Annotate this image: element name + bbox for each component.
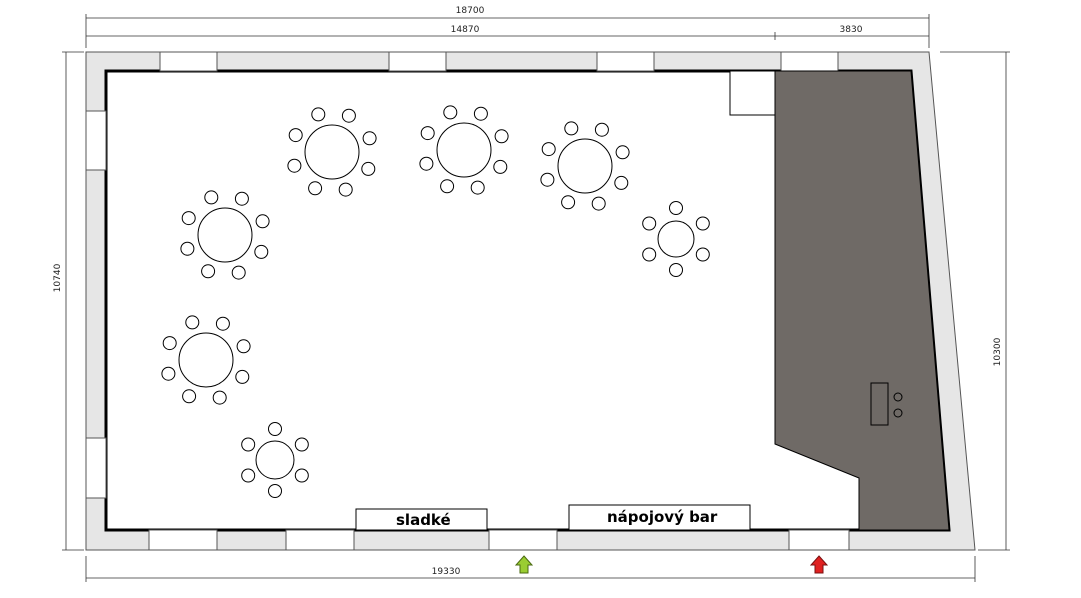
chair <box>241 468 256 483</box>
chair <box>180 241 195 256</box>
sweets-counter <box>355 508 488 531</box>
table-2 <box>419 105 509 195</box>
dim-top-total: 18700 <box>456 6 485 16</box>
chair <box>294 437 309 452</box>
chair <box>182 389 197 404</box>
chair <box>162 336 177 351</box>
chair <box>494 129 509 144</box>
chair <box>201 264 216 279</box>
table-6 <box>161 315 251 405</box>
table-1 <box>287 107 377 197</box>
dim-top-left: 14870 <box>451 25 480 35</box>
chair <box>234 191 249 206</box>
chair <box>419 156 434 171</box>
chair <box>440 179 455 194</box>
chair <box>212 390 227 405</box>
chair <box>288 128 303 143</box>
chair <box>361 161 376 176</box>
table-top <box>436 122 492 178</box>
chair <box>540 172 555 187</box>
chair <box>255 214 270 229</box>
table-top <box>657 220 695 258</box>
chair <box>341 108 356 123</box>
table-top <box>178 332 234 388</box>
chair <box>695 247 710 262</box>
top-windows <box>159 51 839 72</box>
table-4 <box>180 190 270 280</box>
chair <box>268 422 282 436</box>
chair <box>493 159 508 174</box>
chair <box>236 339 251 354</box>
stage-equipment <box>870 382 903 426</box>
chair <box>615 145 630 160</box>
dimension-lines <box>62 14 1010 582</box>
chair <box>204 190 219 205</box>
drinks-bar-label: nápojový bar <box>607 508 718 526</box>
chair <box>470 180 485 195</box>
chair <box>594 122 609 137</box>
chair <box>614 175 629 190</box>
left-windows <box>85 110 107 499</box>
table-top <box>255 440 295 480</box>
chair <box>541 142 556 157</box>
dim-left: 10740 <box>53 263 63 292</box>
chair <box>591 196 606 211</box>
exit-arrow-icon <box>809 555 829 574</box>
table-5 <box>642 201 710 277</box>
entrance-arrow-icon <box>514 555 534 574</box>
chair <box>420 126 435 141</box>
chair <box>473 106 488 121</box>
chair <box>185 315 200 330</box>
chair <box>311 107 326 122</box>
chair <box>564 121 579 136</box>
table-top <box>557 138 613 194</box>
stage-area <box>774 70 950 531</box>
drinks-bar-counter <box>568 504 751 531</box>
chair <box>642 216 657 231</box>
chair <box>669 201 683 215</box>
chair <box>695 216 710 231</box>
bottom-windows <box>148 529 850 551</box>
dim-top-right: 3830 <box>840 25 863 35</box>
table-7 <box>241 422 309 498</box>
table-3 <box>540 121 630 211</box>
chair <box>669 263 683 277</box>
chair <box>294 468 309 483</box>
table-top <box>197 207 253 263</box>
chair <box>338 182 353 197</box>
chair <box>241 437 256 452</box>
chair <box>287 158 302 173</box>
corner-box <box>729 70 776 116</box>
chair <box>308 181 323 196</box>
sweets-label: sladké <box>396 511 451 529</box>
dim-bottom: 19330 <box>432 567 461 577</box>
chair <box>181 211 196 226</box>
chair <box>254 244 269 259</box>
chair <box>642 247 657 262</box>
chair <box>231 265 246 280</box>
chair <box>362 131 377 146</box>
chair <box>561 195 576 210</box>
chair <box>161 366 176 381</box>
chair <box>443 105 458 120</box>
round-tables <box>161 105 710 498</box>
chair <box>268 484 282 498</box>
table-top <box>304 124 360 180</box>
dim-right: 10300 <box>993 337 1003 366</box>
chair <box>215 316 230 331</box>
chair <box>235 369 250 384</box>
